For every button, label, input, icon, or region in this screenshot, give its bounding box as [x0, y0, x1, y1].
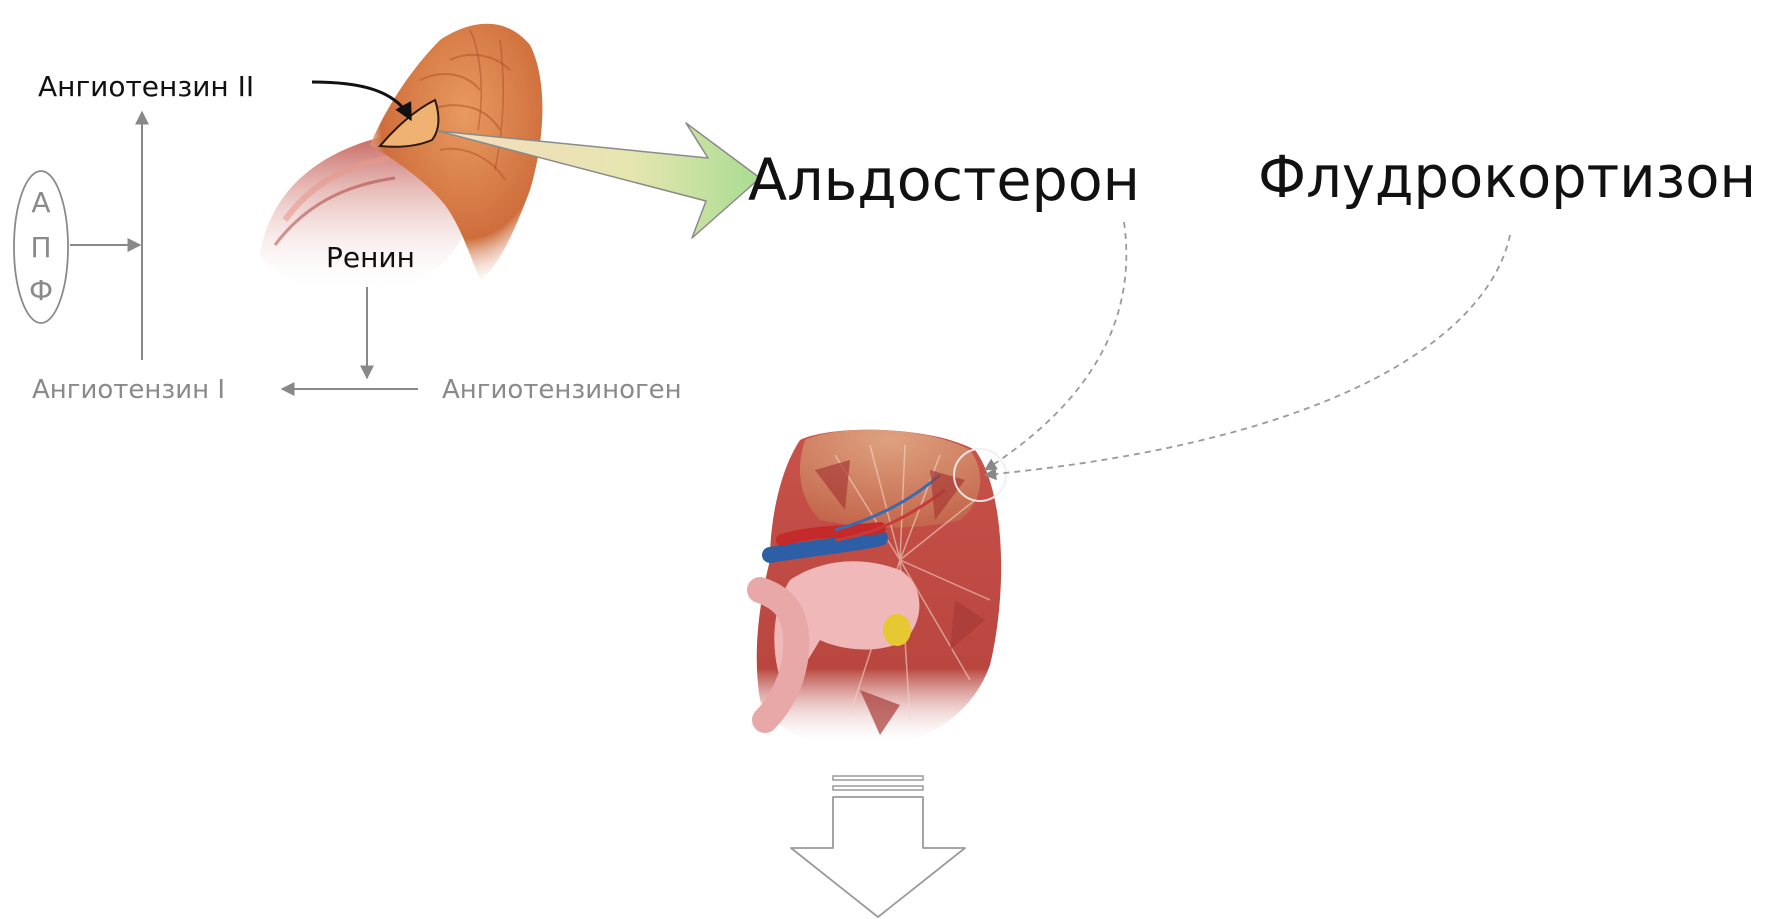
down-arrow [791, 776, 965, 917]
label-apf-f: Ф [29, 274, 53, 307]
renal-sinus-fat [883, 614, 911, 646]
dashed-arrows [985, 222, 1510, 475]
label-apf-a: А [31, 186, 50, 219]
aldosterone-dashed-arrow [985, 222, 1126, 470]
kidney-cross-section-illustration [757, 430, 1006, 748]
label-aldosterone: Альдостерон [748, 146, 1140, 214]
label-renin: Ренин [326, 241, 415, 274]
label-fludrocortisone: Флудрокортизон [1258, 143, 1756, 211]
down-arrow-line-1 [833, 776, 923, 780]
label-angiotensin-ii: Ангиотензин II [38, 70, 254, 103]
label-angiotensinogen: Ангиотензиноген [442, 375, 682, 405]
down-arrow-body [791, 797, 965, 917]
label-apf-p: П [30, 231, 51, 264]
fludrocortisone-dashed-arrow [985, 235, 1510, 475]
down-arrow-line-2 [833, 786, 923, 790]
label-angiotensin-i: Ангиотензин I [32, 375, 225, 405]
